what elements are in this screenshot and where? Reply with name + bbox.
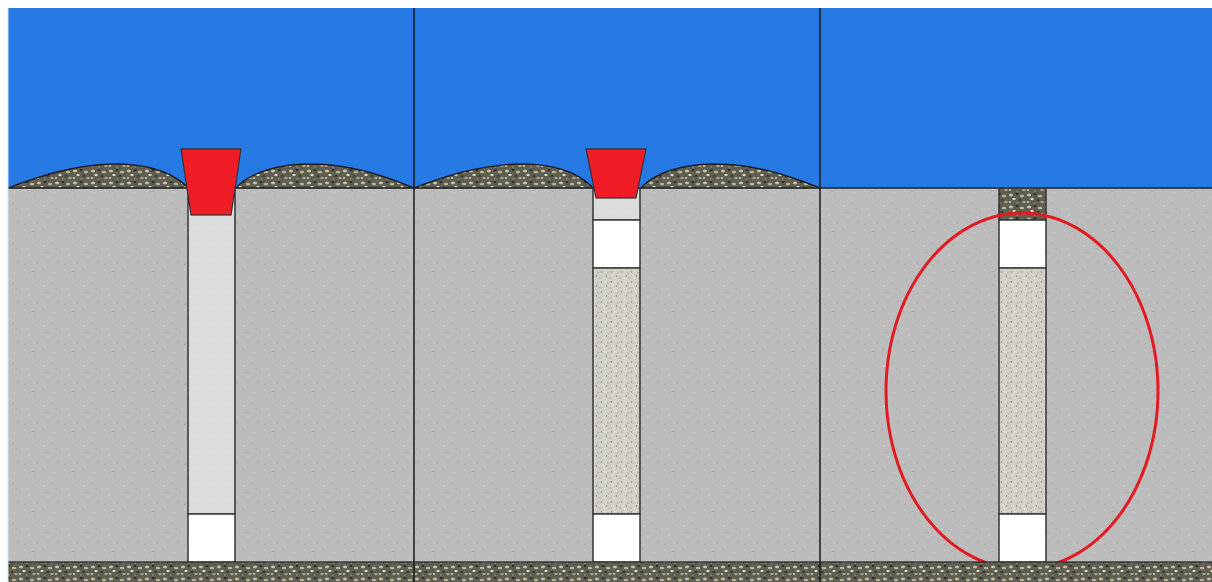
panel-1-lower-seal bbox=[188, 514, 235, 562]
panel-1-red-plug bbox=[181, 149, 241, 215]
panel-2-lower-seal bbox=[593, 514, 640, 562]
bedrock-gravel-strip bbox=[8, 562, 1212, 582]
panel-2 bbox=[414, 8, 820, 576]
panel-3-sky bbox=[820, 8, 1212, 188]
panel-3-lower-seal bbox=[999, 514, 1046, 562]
panel-3 bbox=[820, 8, 1212, 576]
panel-2-red-plug bbox=[586, 149, 646, 198]
panel-3-speckled-fill bbox=[999, 268, 1046, 514]
panel-1 bbox=[8, 8, 414, 576]
panel-2-speckled-fill bbox=[593, 268, 640, 514]
panel-1-shaft-fill bbox=[188, 188, 235, 514]
panel-2-upper-seal bbox=[593, 220, 640, 268]
panel-3-upper-seal bbox=[999, 220, 1046, 268]
